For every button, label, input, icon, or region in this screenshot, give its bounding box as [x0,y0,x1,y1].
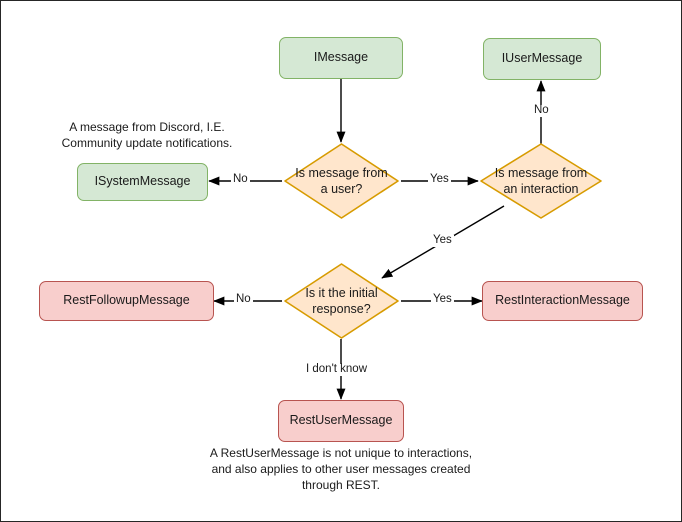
node-restusermessage-label: RestUserMessage [289,413,393,428]
node-imessage-label: IMessage [313,50,369,65]
node-restinteractionmessage[interactable]: RestInteractionMessage [482,281,643,321]
decision-from-user-line1: Is message from [295,165,388,180]
node-restusermessage[interactable]: RestUserMessage [278,400,404,442]
edge-label-from-user-yes: Yes [428,173,451,186]
edge-label-initial-response-no: No [234,293,253,306]
node-restinteractionmessage-label: RestInteractionMessage [495,293,630,308]
decision-initial-response-line1: Is it the initial [305,285,378,300]
decision-from-user[interactable]: Is message from a user? [282,141,401,221]
node-imessage[interactable]: IMessage [279,37,403,79]
decision-initial-response[interactable]: Is it the initial response? [282,261,401,341]
decision-from-interaction-line2: an interaction [503,182,579,196]
decision-from-interaction-label: Is message from an interaction [489,165,593,198]
decision-initial-response-label: Is it the initial response? [299,285,383,318]
decision-from-user-label: Is message from a user? [289,165,393,198]
decision-from-interaction-line1: Is message from [494,165,588,180]
node-isystemmessage-label: ISystemMessage [94,174,191,189]
diamond-shape [284,143,399,219]
node-restfollowupmessage[interactable]: RestFollowupMessage [39,281,214,321]
decision-from-user-line2: a user? [320,182,363,196]
edge-label-from-interaction-no: No [532,104,551,117]
note-system-message: A message from Discord, I.E. Community u… [61,120,233,151]
node-iusermessage[interactable]: IUserMessage [483,38,601,80]
note-rest-user-message: A RestUserMessage is not unique to inter… [209,446,473,493]
edge-label-from-user-no: No [231,173,250,186]
node-restfollowupmessage-label: RestFollowupMessage [63,293,190,308]
node-iusermessage-label: IUserMessage [501,51,583,66]
decision-initial-response-line2: response? [312,302,371,316]
diamond-shape [284,263,399,339]
edge-label-initial-response-unknown: I don't know [304,363,370,376]
decision-from-interaction[interactable]: Is message from an interaction [478,141,604,221]
diamond-shape [480,143,602,219]
node-isystemmessage[interactable]: ISystemMessage [77,163,208,201]
edge-label-from-interaction-yes: Yes [431,234,454,247]
edge-label-initial-response-yes: Yes [431,293,454,306]
